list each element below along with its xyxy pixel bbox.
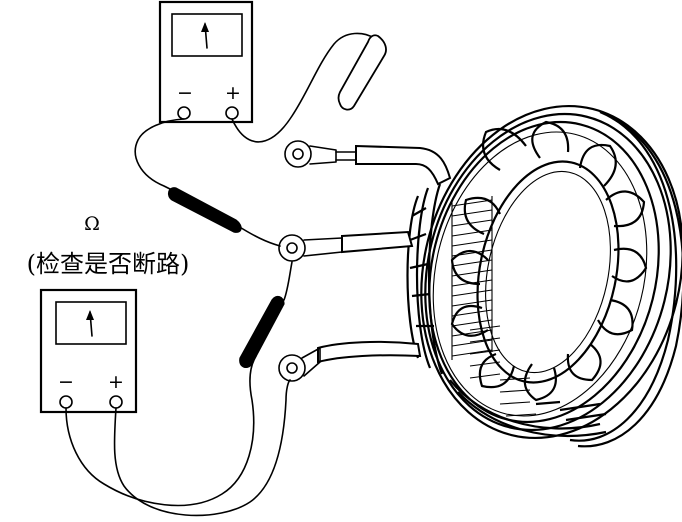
multimeter-top: − + [158,0,254,124]
test-leads-top [134,32,387,247]
stator-lead-middle [278,230,414,262]
stator-lead-top [284,140,452,186]
meter-top-minus-label: − [177,82,193,104]
probe-black-top [167,187,242,233]
meter-top-display [171,13,243,57]
caption-check-open-circuit: (检查是否断路) [27,250,190,278]
meter-bottom-minus-terminal [59,395,73,409]
ohm-symbol: Ω [84,213,100,235]
probe-white-top [337,34,387,111]
meter-top-plus-label: + [225,82,241,104]
probe-black-bottom [239,295,285,368]
stator-assembly [406,104,682,448]
meter-top-minus-terminal [177,106,191,120]
meter-bottom-plus-label: + [108,371,124,393]
multimeter-bottom: − + [39,288,138,414]
test-leads-bottom [65,261,293,517]
meter-bottom-plus-terminal [109,395,123,409]
meter-bottom-minus-label: − [58,371,74,393]
stator-lead-bottom [278,340,422,382]
stator-slots [451,196,537,417]
meter-top-plus-terminal [225,106,239,120]
